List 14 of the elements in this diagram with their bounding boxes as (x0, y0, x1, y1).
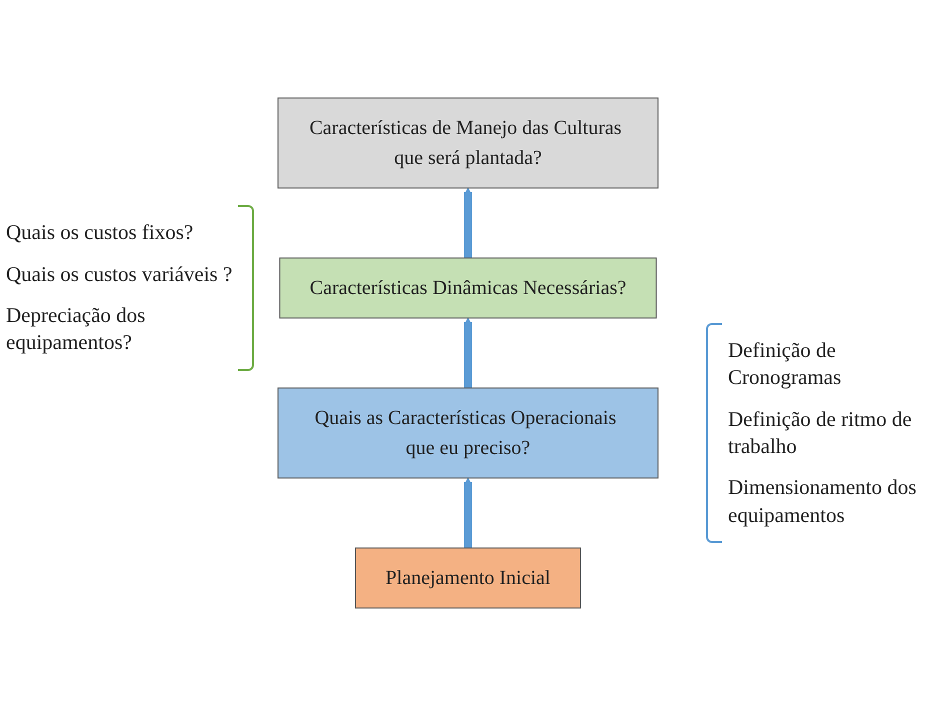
note-text: Quais os custos fixos? (6, 219, 194, 246)
node-box (278, 388, 658, 478)
node-box (279, 258, 657, 318)
flowchart: Características de Manejo das Culturas que será plantada? Características Dinâmicas Necessárias? Quais as Características Operacionais que eu preciso? Planejamento Inicial (270, 4, 666, 702)
arrow (464, 188, 472, 258)
arrow (464, 318, 472, 388)
note-text: Dimensionamento dos equipamentos (728, 474, 918, 529)
note-text: Depreciação dos equipamentos? (6, 302, 146, 356)
node-box (355, 548, 581, 608)
arrow (464, 478, 472, 548)
node-box (278, 98, 658, 188)
note-text: Definição de ritmo de trabalho (728, 406, 913, 460)
note-text: Definição de Cronogramas (728, 337, 842, 392)
note-text: Quais os custos variáveis ? (6, 260, 234, 288)
